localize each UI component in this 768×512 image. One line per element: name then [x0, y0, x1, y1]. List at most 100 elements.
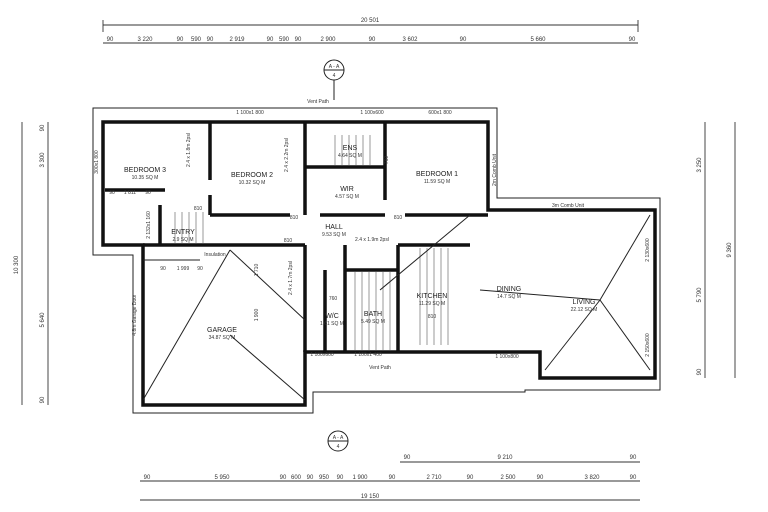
door-width: 760: [329, 296, 338, 302]
plan-label: 1.61 SQ M: [320, 321, 344, 327]
comb-unit-note: 3m Comb Unit: [552, 203, 585, 209]
plan-label: 4.64 SQ M: [338, 153, 362, 159]
plan-label: 9.53 SQ M: [322, 232, 346, 238]
dim: 590: [279, 37, 290, 43]
robe-note: 2.4 x 1.8m 2psl: [186, 133, 192, 167]
vent-path-note: Vent Path: [307, 99, 329, 105]
plan-label: 2.9 SQ M: [172, 237, 193, 243]
section-label: A - A: [333, 435, 344, 441]
room-bedroom-1: BEDROOM 111.59 SQ M: [416, 171, 458, 185]
plan-label: 3 300: [40, 152, 46, 168]
robe-note: 2.4 x 2.2m 2psl: [284, 138, 290, 172]
plan-label: 11.29 SQ M: [419, 301, 445, 307]
dim: 2 900: [320, 37, 336, 43]
plan-label: BEDROOM 1: [416, 171, 458, 178]
door-width: 810: [428, 314, 437, 320]
insulation-note: Insulation: [204, 252, 226, 258]
plan-label: WIR: [340, 186, 354, 193]
room-bedroom-3: BEDROOM 310.35 SQ M: [124, 167, 166, 181]
dim: 90: [207, 37, 214, 43]
plan-label: 90: [467, 475, 474, 481]
door-width: 810: [284, 238, 293, 244]
door-width: 810: [194, 206, 203, 212]
plan-label: 5 950: [214, 475, 230, 481]
overall-width: 20 501: [361, 18, 380, 24]
plan-label: 11.59 SQ M: [424, 179, 450, 185]
room-bedroom-2: BEDROOM 210.32 SQ M: [231, 172, 273, 186]
wet-area-hatching: [174, 135, 449, 350]
room-labels: BEDROOM 310.35 SQ M BEDROOM 210.32 SQ M …: [124, 145, 597, 341]
plan-label: 2 710: [426, 475, 442, 481]
dim: 90: [267, 37, 274, 43]
plan-label: 950: [319, 475, 330, 481]
plan-label: 4.57 SQ M: [335, 194, 359, 200]
dim: 1 999: [177, 266, 190, 272]
plan-label: 600: [291, 475, 302, 481]
plan-label: 90: [40, 396, 46, 403]
plan-label: 90: [630, 475, 637, 481]
dim: 90: [629, 37, 636, 43]
section-label: A - A: [329, 64, 340, 70]
walls: [101, 120, 657, 407]
plan-label: 1 900: [352, 475, 368, 481]
plan-label: ENTRY: [171, 229, 195, 236]
dim: 2 919: [229, 37, 245, 43]
plan-notes: Vent Path 1 100x1 800 1 100x600 600x1 80…: [94, 99, 651, 371]
plan-label: 9 210: [497, 455, 513, 461]
plan-label: BATH: [364, 311, 382, 318]
dim: 3 602: [402, 37, 418, 43]
comb-unit-note: 2m Comb Unit: [492, 153, 498, 186]
section-marker-top: A - A 4: [323, 59, 345, 100]
door-width: 810: [394, 215, 403, 221]
dim: 1 900: [254, 309, 260, 322]
plan-label: 22.12 SQ M: [571, 307, 598, 313]
dim: 90: [460, 37, 467, 43]
plan-label: BEDROOM 2: [231, 172, 273, 179]
window-note: 2 150x600: [645, 333, 651, 357]
window-note: 1 100x1 800: [236, 110, 264, 116]
plan-label: KITCHEN: [417, 293, 448, 300]
plan-label: 90: [144, 475, 151, 481]
dim: 590: [191, 37, 202, 43]
window-note: 2 132x1 160: [146, 211, 152, 239]
plan-label: 10 300: [14, 255, 20, 274]
dim: 1 710: [254, 264, 260, 277]
plan-label: 90: [537, 475, 544, 481]
bottom-dimensions: 9 210 90 90 90 5 950 90 600 90 950 90 1 …: [140, 455, 640, 501]
dim: 1 811: [124, 190, 136, 196]
dim: 90: [197, 266, 203, 272]
plan-label: 2 500: [500, 475, 516, 481]
window-note: 1 100x600: [360, 110, 384, 116]
plan-label: GARAGE: [207, 327, 237, 334]
plan-label: 90: [337, 475, 344, 481]
plan-label: 90: [40, 124, 46, 131]
plan-label: 34.87 SQ M: [209, 335, 236, 341]
plan-label: DINING: [497, 286, 522, 293]
plan-label: 90: [697, 368, 703, 375]
roof-hip-lines: [142, 214, 651, 401]
window-note: 300x1 800: [94, 150, 100, 174]
plan-label: 90: [404, 455, 411, 461]
window-note: 1 100x600: [310, 352, 334, 358]
plan-label: 9 360: [727, 242, 733, 258]
garage-door-note: 4.8m Garage Door: [132, 294, 138, 336]
plan-label: 90: [389, 475, 396, 481]
eave-line: [92, 107, 661, 414]
plan-label: 14.7 SQ M: [497, 294, 521, 300]
plan-label: 90: [630, 455, 637, 461]
dim: 90: [145, 190, 151, 196]
window-note: 1 100x800: [495, 354, 519, 360]
dim: 90: [160, 266, 166, 272]
plan-label: 5.49 SQ M: [361, 319, 385, 325]
plan-label: 3 250: [697, 157, 703, 173]
dim: 3 220: [137, 37, 153, 43]
robe-note: 2.4 x 1.7m 2psl: [288, 261, 294, 295]
plan-label: 5 640: [40, 312, 46, 328]
